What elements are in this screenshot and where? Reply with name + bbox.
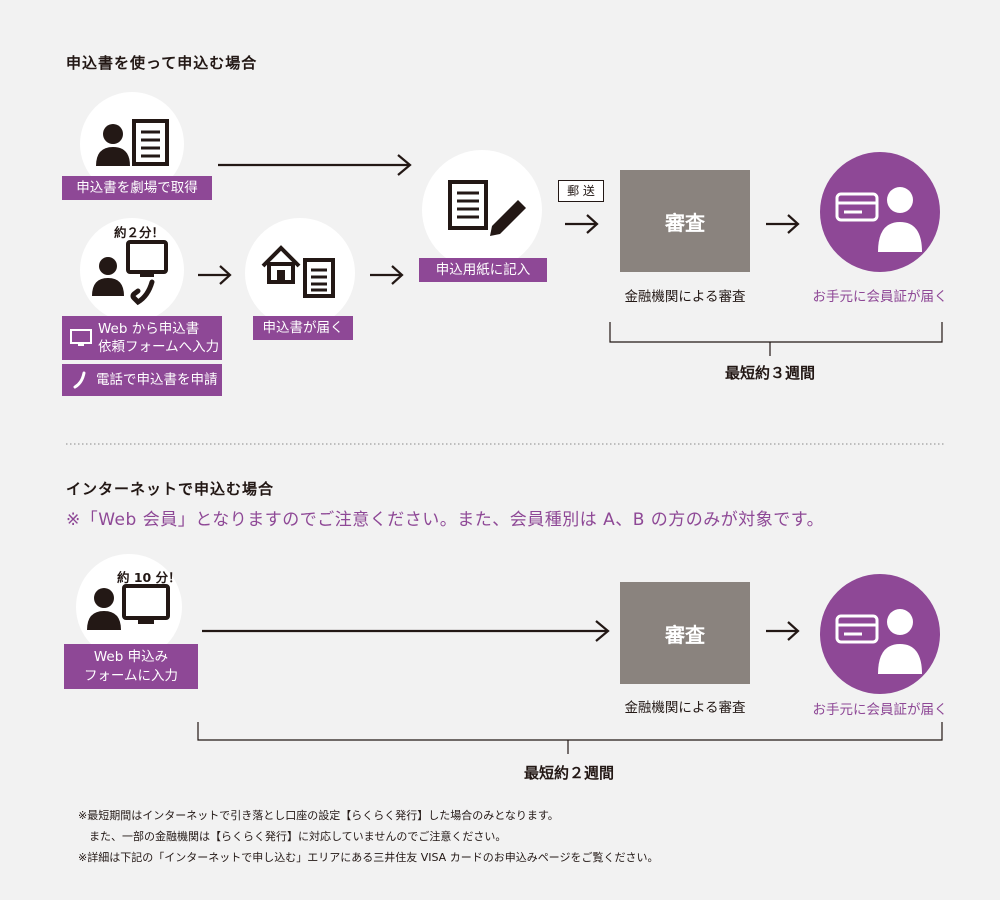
phone-icon <box>73 371 86 389</box>
footnote-3: ※詳細は下記の「インターネットで申し込む」エリアにある三井住友 VISA カード… <box>78 850 659 864</box>
person-pc-icon <box>87 584 170 630</box>
person-document-icon <box>96 119 169 166</box>
web-form-line1: Web 申込み <box>93 649 169 666</box>
document-pen-icon <box>448 180 526 236</box>
time-badge-10min: 約 10 分！ <box>117 570 181 585</box>
review-box-2: 審査 <box>620 582 750 684</box>
footnotes: ※最短期間はインターネットで引き落とし口座の設定【らくらく発行】した場合のみとな… <box>78 806 658 869</box>
card-person-circle-2 <box>820 574 940 694</box>
document-pen-circle <box>422 150 542 270</box>
card-person-icon <box>835 609 922 674</box>
web-member-notice: ※「Web 会員」となりますのでご注意ください。また、会員種別は A、B の方の… <box>66 510 825 530</box>
label-web-request[interactable]: Web から申込書 依頼フォームへ入力 <box>62 316 222 360</box>
card-caption-1: お手元に会員証が届く <box>812 289 948 305</box>
card-caption-2: お手元に会員証が届く <box>812 702 948 718</box>
review-caption-1: 金融機関による審査 <box>624 289 746 305</box>
duration-2weeks: 最短約２週間 <box>523 764 614 782</box>
web-request-line2: 依頼フォームへ入力 <box>98 339 220 355</box>
person-pc-phone-circle <box>80 218 184 322</box>
review-box-1: 審査 <box>620 170 750 272</box>
house-document-circle <box>245 218 355 328</box>
house-document-icon <box>261 245 335 298</box>
review-caption-2: 金融機関による審査 <box>624 700 746 716</box>
web-form-line2: フォームに入力 <box>83 667 179 684</box>
label-web-form[interactable]: Web 申込み フォームに入力 <box>64 644 198 689</box>
card-person-icon <box>835 187 922 252</box>
label-fill-form: 申込用紙に記入 <box>419 258 547 282</box>
label-form-arrives: 申込書が届く <box>253 316 353 340</box>
person-pc-phone-icon <box>92 240 168 306</box>
label-get-at-theater: 申込書を劇場で取得 <box>62 176 212 200</box>
time-badge-2min: 約２分！ <box>114 225 165 240</box>
footnote-1: ※最短期間はインターネットで引き落とし口座の設定【らくらく発行】した場合のみとな… <box>78 809 559 822</box>
section2-title: インターネットで申込む場合 <box>66 480 275 498</box>
monitor-icon <box>70 329 92 346</box>
duration-3weeks: 最短約３週間 <box>724 364 815 382</box>
phone-request-text: 電話で申込書を申請 <box>96 371 218 388</box>
web-request-line1: Web から申込書 <box>98 320 200 337</box>
footnote-2: また、一部の金融機関は【らくらく発行】に対応していませんのでご注意ください。 <box>78 829 507 843</box>
mail-badge: 郵 送 <box>558 180 604 202</box>
card-person-circle-1 <box>820 152 940 272</box>
person-pc-circle <box>76 554 182 660</box>
label-phone-request[interactable]: 電話で申込書を申請 <box>62 364 222 396</box>
section1-title: 申込書を使って申込む場合 <box>66 54 258 72</box>
